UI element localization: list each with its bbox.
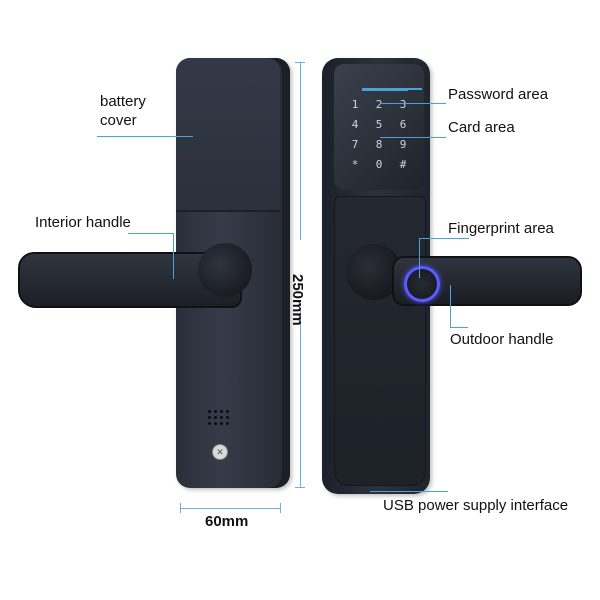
usb-callout-line [370,491,448,492]
height-dimension-cap-bottom [295,487,305,488]
battery-cover-callout-line [97,136,193,137]
outdoor-handle-label: Outdoor handle [450,331,554,348]
width-dimension-cap-left [180,503,181,513]
interior-handle-callout-line-v [173,233,174,279]
exterior-lower-panel [334,196,426,486]
height-label-gap [294,240,308,310]
password-indicator-bar [362,89,408,91]
password-area-callout-line [380,103,446,104]
key-4[interactable]: 4 [351,118,359,131]
interior-handle-label: Interior handle [35,214,131,231]
battery-cover-label-line2: cover [100,112,137,129]
battery-cover [176,58,280,212]
key-9[interactable]: 9 [399,138,407,151]
key-5[interactable]: 5 [375,118,383,131]
password-bar-line [362,88,422,90]
outdoor-handle-callout-line-v [450,285,451,327]
key-6[interactable]: 6 [399,118,407,131]
fingerprint-sensor-icon [404,266,440,302]
interior-handle-callout-line-h [128,233,173,234]
height-dimension-cap-top [295,62,305,63]
usb-interface-label: USB power supply interface [383,497,569,514]
key-2[interactable]: 2 [375,98,383,111]
width-dimension-label: 60mm [205,513,249,530]
speaker-grille-icon [208,410,230,428]
fingerprint-area-label: Fingerprint area [448,220,554,237]
card-area-label: Card area [448,119,515,136]
key-star[interactable]: * [351,158,359,171]
key-1[interactable]: 1 [351,98,359,111]
card-area-callout-line [380,137,446,138]
keypad-panel: 1 2 3 4 5 6 7 8 9 * 0 # [334,64,424,190]
key-hash[interactable]: # [399,158,407,171]
key-8[interactable]: 8 [375,138,383,151]
fingerprint-callout-line-v [419,238,420,278]
interior-handle-rose [198,243,252,297]
key-7[interactable]: 7 [351,138,359,151]
battery-cover-label-line1: battery [100,93,146,110]
outdoor-handle-callout-line-h [450,327,468,328]
height-dimension-label: 250mm [289,274,306,326]
fingerprint-callout-line-h [419,238,469,239]
screw-icon: ✕ [212,444,228,460]
width-dimension-cap-right [280,503,281,513]
key-0[interactable]: 0 [375,158,383,171]
password-area-label: Password area [448,86,549,103]
width-dimension-line [180,508,280,509]
key-3[interactable]: 3 [399,98,407,111]
